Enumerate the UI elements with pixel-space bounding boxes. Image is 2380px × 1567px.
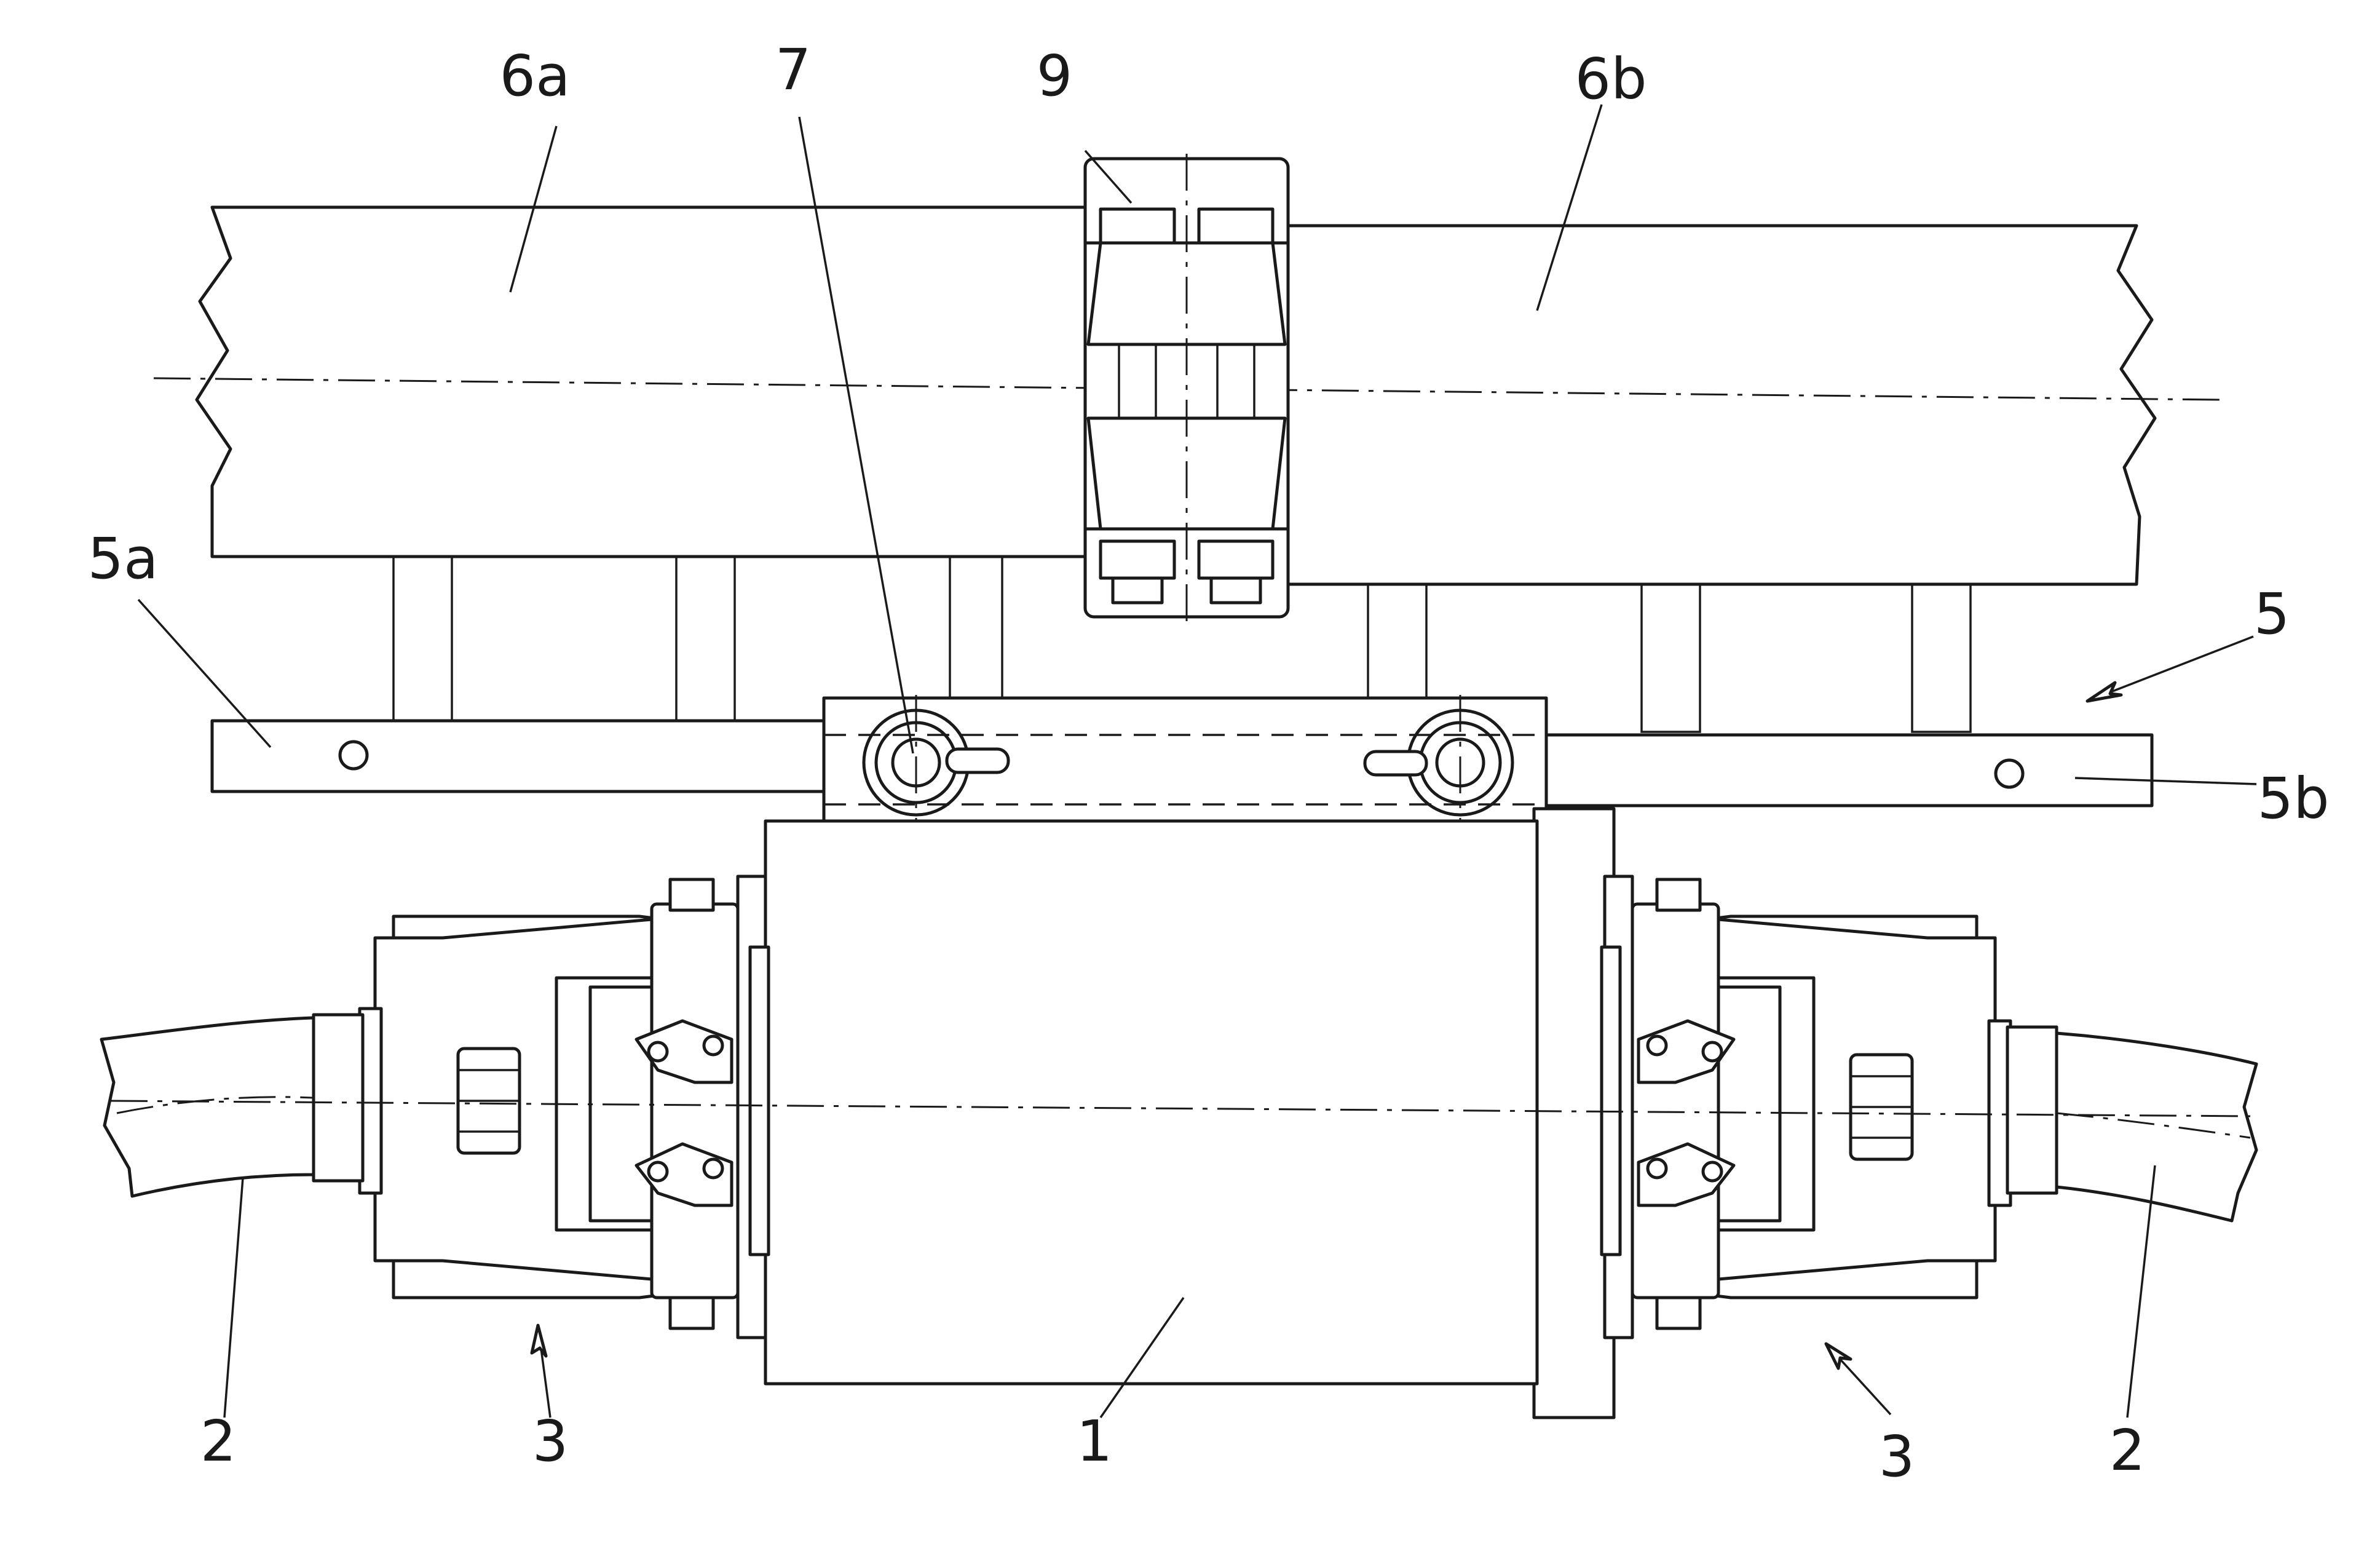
label-3-right: 3 [1879,1424,1915,1490]
mounting-block [824,695,1546,827]
label-6b: 6b [1575,46,1647,112]
label-3-left: 3 [532,1408,569,1474]
label-5b: 5b [2258,766,2330,831]
label-1: 1 [1077,1408,1113,1474]
main-housing [765,809,1614,1418]
label-2-left: 2 [200,1408,237,1474]
coupling-right [1602,876,2057,1338]
rail-clamp [1085,154,1288,621]
label-7: 7 [775,37,812,103]
label-9: 9 [1037,43,1073,109]
label-5: 5 [2254,581,2290,647]
label-5a: 5a [88,526,159,592]
label-6a: 6a [500,43,571,109]
label-2-right: 2 [2109,1418,2146,1483]
coupling-left [314,876,769,1338]
